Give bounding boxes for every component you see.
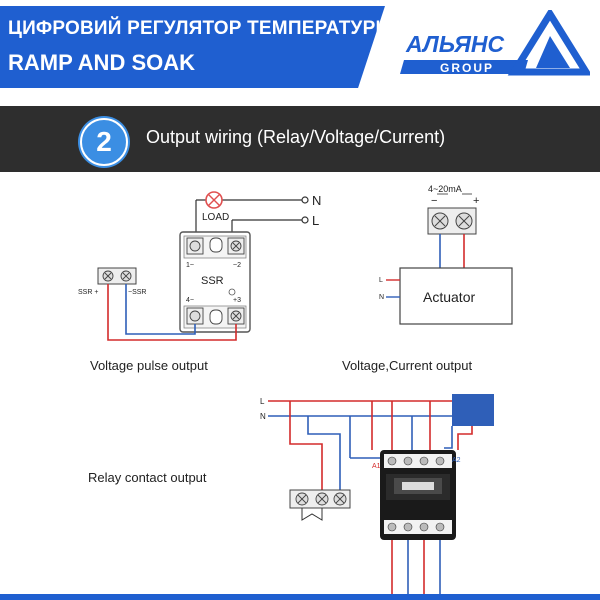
relay-wiring-diagram: L N A1 A2 [88, 394, 494, 594]
logo-subtext: GROUP [440, 61, 494, 75]
ssr-minus-label: −SSR [128, 289, 146, 296]
actuator-l-label: L [379, 277, 383, 284]
coil-a2-label: A2 [452, 457, 461, 464]
bottom-bar [0, 594, 600, 600]
relay-n-label: N [260, 412, 266, 421]
company-logo: АЛЬЯНС GROUP [400, 10, 590, 76]
relay-load-box [452, 394, 494, 426]
top-banner: ЦИФРОВИЙ РЕГУЛЯТОР ТЕМПЕРАТУРИ RAMP AND … [0, 0, 600, 92]
actuator-label: Actuator [423, 289, 475, 305]
ssr-negative-wire [125, 284, 196, 335]
coil-a1-label: A1 [372, 463, 381, 470]
logo-triangle-inner [536, 36, 570, 68]
load-label: LOAD [202, 212, 229, 223]
voltage-pulse-caption: Voltage pulse output [90, 358, 208, 373]
ssr-terminal-4: 4− [186, 297, 194, 304]
relay-l-label: L [260, 397, 265, 406]
mains-l-label: L [312, 213, 319, 228]
ssr-positive-wire [107, 284, 237, 341]
ssr-wiring-diagram: N L LOAD 1~ ~2 SSR 4− +3 [78, 191, 321, 373]
logo-group-band [400, 60, 528, 74]
ssr-terminal-1: 1~ [186, 262, 194, 269]
title-bar [0, 6, 385, 88]
relay-contact-symbol [301, 508, 323, 521]
ssr-terminal-2: ~2 [233, 262, 241, 269]
product-subtitle: RAMP AND SOAK [8, 50, 196, 75]
mains-n-label: N [312, 193, 321, 208]
l-terminal-dot [301, 216, 309, 224]
voltage-current-caption: Voltage,Current output [342, 358, 472, 373]
step-number-badge: 2 [80, 118, 128, 166]
product-title: ЦИФРОВИЙ РЕГУЛЯТОР ТЕМПЕРАТУРИ [8, 18, 390, 39]
n-terminal-dot [301, 196, 309, 204]
ssr-terminal-3: +3 [233, 297, 241, 304]
ssr-label: SSR [201, 275, 224, 287]
actuator-wiring-diagram: 4~20mA − + Actuator L N Voltage,Current … [342, 184, 513, 373]
minus-sign: − [431, 195, 437, 207]
plus-sign: + [473, 195, 479, 207]
relay-contact-caption: Relay contact output [88, 470, 207, 485]
section-title: Output wiring (Relay/Voltage/Current) [146, 127, 446, 147]
actuator-n-label: N [379, 294, 384, 301]
range-label: 4~20mA [428, 184, 462, 194]
logo-triangle-icon [507, 10, 590, 76]
logo-text: АЛЬЯНС [405, 31, 504, 57]
wiring-diagram: N L LOAD 1~ ~2 SSR 4− +3 [78, 184, 513, 594]
ssr-plus-label: SSR + [78, 289, 98, 296]
actuator-box [399, 267, 513, 325]
